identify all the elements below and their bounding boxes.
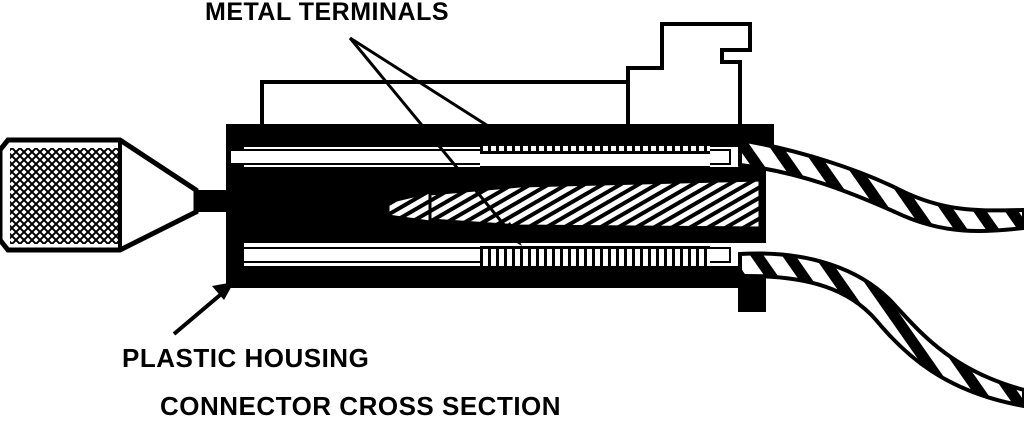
- plastic-housing-leader: [172, 282, 234, 336]
- metal-terminals-leaders: [348, 36, 522, 246]
- upper-metal-terminal: [480, 146, 710, 168]
- lower-metal-terminal: [480, 244, 710, 266]
- housing-lower-wall: [226, 231, 766, 312]
- housing-top-outline: [260, 22, 752, 124]
- diagram-caption: CONNECTOR CROSS SECTION: [160, 391, 562, 421]
- left-plug: [0, 137, 199, 253]
- lower-wire: [738, 251, 1024, 409]
- metal-terminals-label: METAL TERMINALS: [205, 0, 450, 26]
- plastic-housing-label: PLASTIC HOUSING: [122, 343, 370, 373]
- connector-core: [198, 177, 766, 231]
- upper-wire: [738, 137, 1024, 233]
